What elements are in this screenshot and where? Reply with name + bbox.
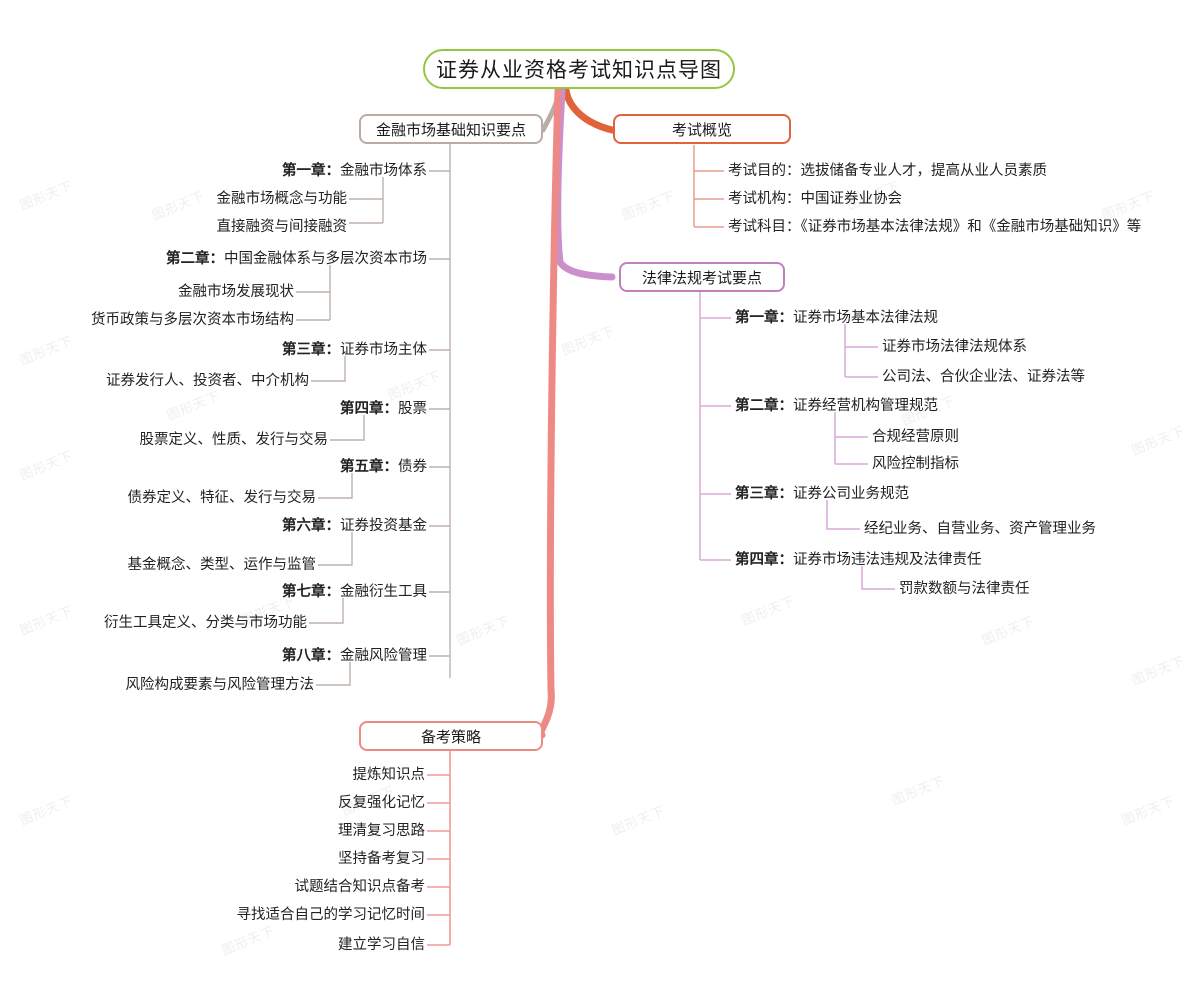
list-item[interactable]: 寻找适合自己的学习记忆时间 <box>236 906 426 923</box>
chapter-label: 第一章： <box>282 162 340 179</box>
watermark: 图形天下 <box>1129 422 1188 458</box>
list-item[interactable]: 提炼知识点 <box>352 766 426 783</box>
watermark: 图形天下 <box>559 322 618 358</box>
list-item[interactable]: 反复强化记忆 <box>338 794 425 811</box>
chapter-label: 第四章： <box>735 551 793 568</box>
branch-exam-overview-label: 考试概览 <box>671 121 732 139</box>
list-item[interactable]: 基金概念、类型、运作与监管 <box>127 556 317 573</box>
chapter-name: 证券投资基金 <box>340 517 427 534</box>
branch-finance[interactable]: 金融市场基础知识要点 <box>359 114 543 144</box>
chapter-name: 债券 <box>398 458 427 475</box>
watermark: 图形天下 <box>1119 792 1178 828</box>
chapter-title[interactable]: 第七章：金融衍生工具 <box>282 585 427 600</box>
chapter-name: 金融市场体系 <box>340 162 427 179</box>
branch-exam-overview[interactable]: 考试概览 <box>613 114 791 144</box>
root-node[interactable]: 证券从业资格考试知识点导图 <box>423 49 735 89</box>
list-item[interactable]: 金融市场概念与功能 <box>216 190 348 207</box>
list-item[interactable]: 试题结合知识点备考 <box>294 878 426 895</box>
chapter-label: 第七章： <box>282 583 340 600</box>
chapter-name: 证券市场违法违规及法律责任 <box>793 551 982 568</box>
chapter-title[interactable]: 第三章：证券公司业务规范 <box>735 487 909 502</box>
list-item[interactable]: 风险构成要素与风险管理方法 <box>125 676 315 693</box>
list-item[interactable]: 证券市场法律法规体系 <box>882 338 1027 355</box>
chapter-title[interactable]: 第一章：金融市场体系 <box>282 164 427 179</box>
watermark: 图形天下 <box>385 367 444 403</box>
watermark: 图形天下 <box>17 332 76 368</box>
list-item[interactable]: 货币政策与多层次资本市场结构 <box>91 311 294 328</box>
list-item[interactable]: 合规经营原则 <box>872 428 959 445</box>
chapter-title[interactable]: 第五章：债券 <box>340 460 427 475</box>
branch-strategy-label: 备考策略 <box>420 728 481 746</box>
chapter-name: 证券公司业务规范 <box>793 485 909 502</box>
chapter-label: 第三章： <box>282 341 340 358</box>
watermark: 图形天下 <box>164 387 223 423</box>
list-item[interactable]: 公司法、合伙企业法、证券法等 <box>882 368 1085 385</box>
chapter-title[interactable]: 第四章：证券市场违法违规及法律责任 <box>735 553 982 568</box>
chapter-name: 证券市场主体 <box>340 341 427 358</box>
chapter-label: 第八章： <box>282 647 340 664</box>
chapter-title[interactable]: 第三章：证券市场主体 <box>282 343 427 358</box>
list-item[interactable]: 债券定义、特征、发行与交易 <box>127 489 317 506</box>
chapter-title[interactable]: 第二章：证券经营机构管理规范 <box>735 399 938 414</box>
chapter-label: 第二章： <box>166 250 224 267</box>
watermark: 图形天下 <box>17 792 76 828</box>
watermark: 图形天下 <box>454 612 513 648</box>
chapter-title[interactable]: 第八章：金融风险管理 <box>282 649 427 664</box>
list-item[interactable]: 风险控制指标 <box>872 455 959 472</box>
branch-strategy[interactable]: 备考策略 <box>359 721 543 751</box>
watermark: 图形天下 <box>889 772 948 808</box>
branch-law-label: 法律法规考试要点 <box>641 269 762 287</box>
watermark: 图形天下 <box>609 802 668 838</box>
list-item[interactable]: 经纪业务、自营业务、资产管理业务 <box>864 520 1096 537</box>
chapter-label: 第二章： <box>735 397 793 414</box>
watermark: 图形天下 <box>619 187 678 223</box>
chapter-label: 第六章： <box>282 517 340 534</box>
chapter-name: 证券市场基本法律法规 <box>793 309 938 326</box>
branch-law[interactable]: 法律法规考试要点 <box>619 262 785 292</box>
chapter-name: 证券经营机构管理规范 <box>793 397 938 414</box>
list-item[interactable]: 直接融资与间接融资 <box>216 218 348 235</box>
list-item[interactable]: 金融市场发展现状 <box>178 283 294 300</box>
chapter-name: 中国金融体系与多层次资本市场 <box>224 250 427 267</box>
chapter-label: 第四章： <box>340 400 398 417</box>
list-item[interactable]: 罚款数额与法律责任 <box>899 580 1030 597</box>
chapter-title[interactable]: 第六章：证券投资基金 <box>282 519 427 534</box>
chapter-title[interactable]: 第四章：股票 <box>340 402 427 417</box>
chapter-title[interactable]: 第一章：证券市场基本法律法规 <box>735 311 938 326</box>
watermark: 图形天下 <box>17 447 76 483</box>
list-item[interactable]: 考试机构：中国证券业协会 <box>728 190 902 207</box>
list-item[interactable]: 理清复习思路 <box>338 822 425 839</box>
watermark: 图形天下 <box>17 177 76 213</box>
chapter-label: 第一章： <box>735 309 793 326</box>
list-item[interactable]: 建立学习自信 <box>338 936 425 953</box>
watermark: 图形天下 <box>17 602 76 638</box>
watermark: 图形天下 <box>739 592 798 628</box>
list-item[interactable]: 考试科目：《证券市场基本法律法规》和《金融市场基础知识》等 <box>728 218 1142 235</box>
list-item[interactable]: 坚持备考复习 <box>338 850 425 867</box>
watermark: 图形天下 <box>979 612 1038 648</box>
list-item[interactable]: 股票定义、性质、发行与交易 <box>139 431 329 448</box>
list-item[interactable]: 考试目的：选拔储备专业人才，提高从业人员素质 <box>728 162 1047 179</box>
chapter-label: 第五章： <box>340 458 398 475</box>
list-item[interactable]: 证券发行人、投资者、中介机构 <box>106 372 309 389</box>
chapter-name: 股票 <box>398 400 427 417</box>
chapter-name: 金融衍生工具 <box>340 583 427 600</box>
watermark: 图形天下 <box>149 187 208 223</box>
chapter-label: 第三章： <box>735 485 793 502</box>
list-item[interactable]: 衍生工具定义、分类与市场功能 <box>104 614 307 631</box>
root-title: 证券从业资格考试知识点导图 <box>436 59 722 82</box>
branch-finance-label: 金融市场基础知识要点 <box>375 121 526 139</box>
watermark: 图形天下 <box>1129 652 1188 688</box>
chapter-title[interactable]: 第二章：中国金融体系与多层次资本市场 <box>166 252 427 267</box>
watermark: 图形天下 <box>219 922 278 958</box>
chapter-name: 金融风险管理 <box>340 647 427 664</box>
